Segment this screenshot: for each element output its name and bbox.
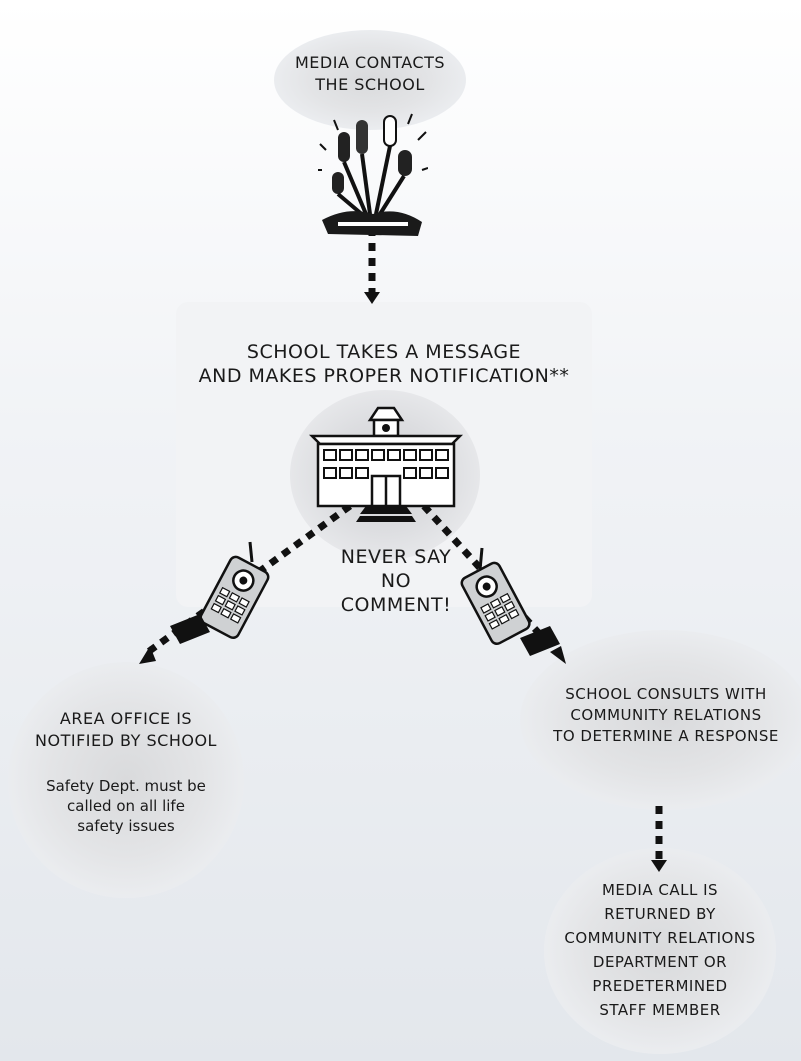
- media-contacts-label: MEDIA CONTACTS THE SCHOOL: [294, 53, 445, 94]
- microphones-icon: [318, 113, 428, 236]
- area-office-label: AREA OFFICE IS NOTIFIED BY SCHOOL: [35, 709, 217, 750]
- bubble-media-contacts: [274, 30, 466, 130]
- bubble-area-office: [8, 662, 244, 898]
- bubble-media-returned: [544, 848, 776, 1054]
- media-returned-label: MEDIA CALL IS RETURNED BY COMMUNITY RELA…: [564, 881, 756, 1019]
- never-say-label: NEVER SAY NO COMMENT!: [340, 546, 452, 616]
- bubble-consults: [520, 630, 801, 810]
- consults-label: SCHOOL CONSULTS WITH COMMUNITY RELATIONS…: [553, 685, 779, 745]
- school-building-icon: [308, 406, 464, 522]
- safety-note: Safety Dept. must be called on all life …: [46, 777, 206, 835]
- school-message-label: SCHOOL TAKES A MESSAGE AND MAKES PROPER …: [198, 341, 570, 387]
- walkie-talkie-icon: [460, 547, 560, 656]
- walkie-talkie-icon: [170, 541, 270, 644]
